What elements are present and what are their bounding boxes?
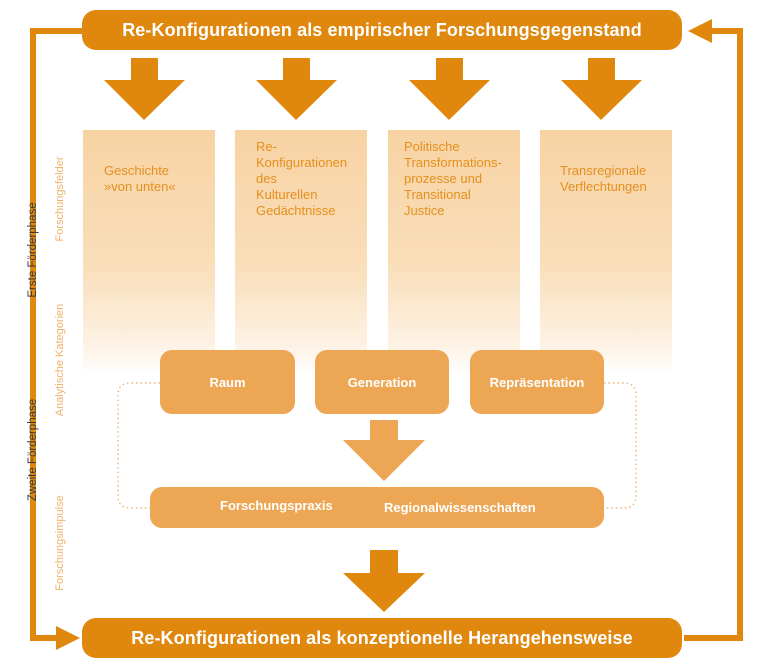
column-label-line: Transregionale (560, 163, 647, 178)
category-raum: Raum (160, 350, 295, 414)
phase-1-label: Erste Förderphase (27, 202, 39, 298)
column-2 (235, 130, 367, 375)
arrow-categories-to-impulses (343, 420, 425, 481)
bottom-banner-label: Re-Konfigurationen als konzeptionelle He… (131, 627, 633, 648)
impulses-bar: Forschungspraxis Regionalwissenschaften (150, 487, 604, 528)
bottom-banner: Re-Konfigurationen als konzeptionelle He… (82, 618, 682, 658)
column-label-line: Geschichte (104, 163, 170, 178)
arrow-down-4 (561, 58, 642, 120)
category-label: Generation (347, 374, 417, 390)
column-label-line: Justice (404, 203, 445, 218)
left-loop-line (30, 28, 82, 641)
column-1 (83, 130, 215, 375)
impulse-regionalwissenschaften: Regionalwissenschaften (384, 500, 536, 515)
top-banner-label: Re-Konfigurationen als empirischer Forsc… (122, 19, 642, 40)
column-label-line: Re- (256, 139, 277, 154)
column-label-line: des (256, 171, 277, 186)
right-loop-line (684, 28, 743, 641)
top-banner: Re-Konfigurationen als empirischer Forsc… (82, 10, 682, 50)
column-label-line: Kulturellen (256, 187, 318, 202)
impulse-forschungspraxis: Forschungspraxis (220, 498, 333, 513)
category-label: Repräsentation (489, 374, 585, 390)
arrow-down-1 (104, 58, 185, 120)
column-label-line: Transformations- (404, 155, 502, 170)
column-label-line: prozesse und (404, 171, 483, 186)
column-label-1: Geschichte »von unten« (104, 163, 176, 195)
category-repraesentation: Repräsentation (470, 350, 604, 414)
column-label-line: »von unten« (104, 179, 176, 194)
column-label-2: Re- Konfigurationen des Kulturellen Gedä… (256, 139, 347, 219)
analytische-kategorien-label: Analytische Kategorien (54, 303, 66, 417)
category-generation: Generation (315, 350, 449, 414)
column-3 (388, 130, 520, 375)
column-4 (540, 130, 672, 375)
phase-2-label: Zweite Förderphase (27, 398, 39, 502)
dotted-bracket-right (604, 382, 637, 509)
dotted-bracket-left (117, 382, 160, 509)
arrow-down-3 (409, 58, 490, 120)
forschungsimpulse-label: Forschungsimpulse (54, 495, 66, 591)
forschungsfelder-label: Forschungsfelder (54, 156, 66, 242)
column-label-line: Politische (404, 139, 460, 154)
column-label-3: Politische Transformations- prozesse und… (404, 139, 502, 219)
right-loop-arrowhead (688, 19, 712, 43)
arrow-impulses-to-bottom (343, 550, 425, 612)
column-label-line: Konfigurationen (256, 155, 348, 170)
left-loop-arrowhead (56, 626, 80, 650)
category-label: Raum (209, 374, 246, 390)
column-label-line: Transitional (404, 187, 471, 202)
column-label-4: Transregionale Verflechtungen (560, 163, 647, 195)
arrow-down-2 (256, 58, 337, 120)
column-label-line: Verflechtungen (560, 179, 647, 194)
column-label-line: Gedächtnisse (256, 203, 336, 218)
